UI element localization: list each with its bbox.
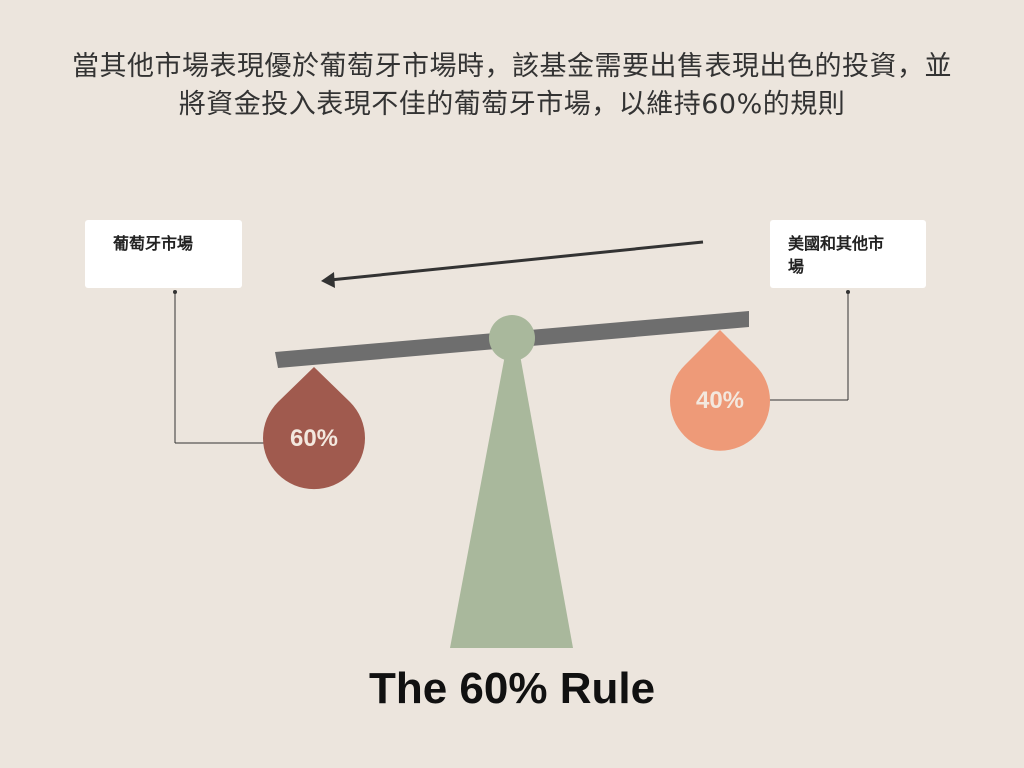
left-weight-label: 60% <box>290 425 338 452</box>
left-connector-dot <box>173 290 177 294</box>
us-other-markets-label: 美國和其他市場 <box>770 220 926 288</box>
portugal-market-label: 葡萄牙市場 <box>85 220 242 288</box>
left-weight-drop: 60% <box>263 367 365 490</box>
arrow-icon <box>321 240 704 288</box>
right-connector-dot <box>846 290 850 294</box>
right-weight-label: 40% <box>696 387 744 414</box>
page-title: The 60% Rule <box>368 664 656 713</box>
right-weight-drop: 40% <box>669 330 770 451</box>
pivot <box>489 315 535 361</box>
stand <box>450 355 573 648</box>
description-text: 當其他市場表現優於葡萄牙市場時，該基金需要出售表現出色的投資，並將資金投入表現不… <box>72 51 952 120</box>
